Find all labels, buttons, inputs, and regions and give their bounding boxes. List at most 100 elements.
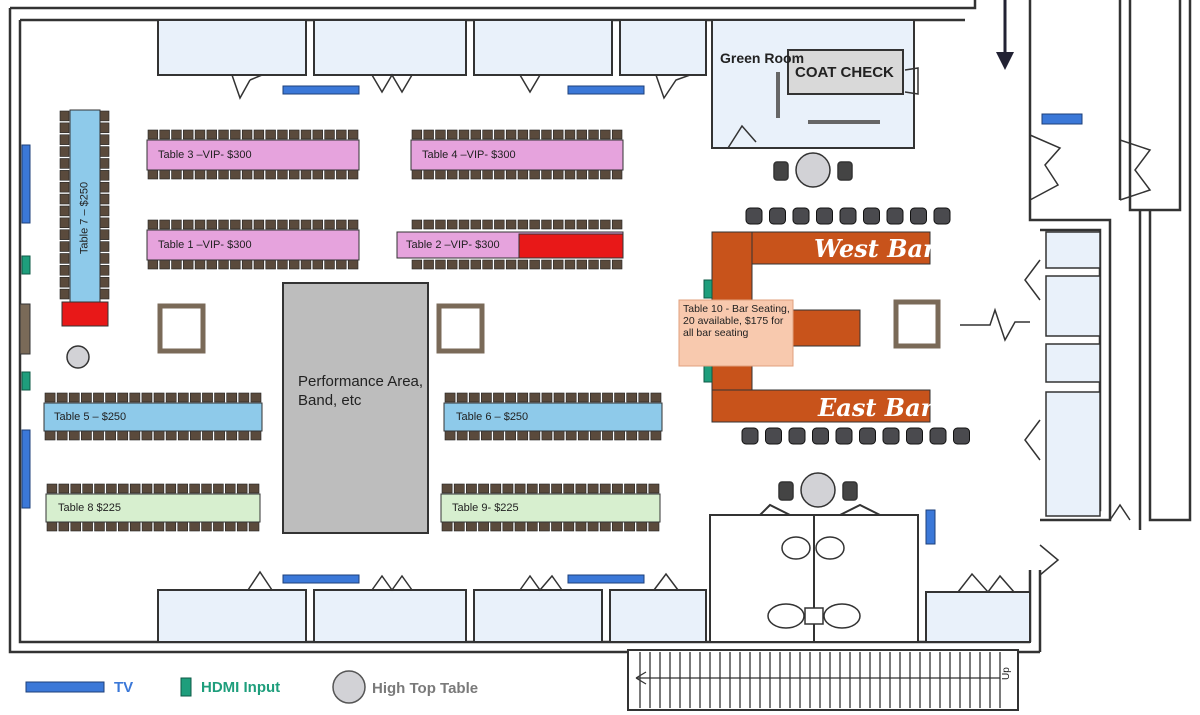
chair — [517, 169, 529, 180]
chair — [189, 483, 200, 494]
chair — [99, 288, 110, 300]
chair — [99, 229, 110, 240]
hdmi-inputs — [21, 255, 713, 391]
chair — [575, 483, 587, 494]
stairs-up-label: Up — [1001, 667, 1012, 680]
table-1 — [146, 229, 360, 261]
chair — [505, 169, 517, 180]
chair — [636, 483, 648, 494]
chair — [458, 129, 470, 140]
chair — [59, 205, 70, 217]
chair — [602, 392, 613, 403]
table-1-label: Table 1 –VIP- $300 — [158, 239, 252, 251]
chair — [614, 430, 625, 441]
chair — [447, 169, 458, 180]
chair — [324, 219, 335, 230]
chair — [44, 430, 56, 441]
chair — [551, 521, 562, 532]
chair — [587, 483, 599, 494]
chair — [250, 430, 262, 441]
chair — [94, 521, 105, 532]
wall-panel — [19, 303, 31, 355]
chair — [588, 259, 599, 270]
chair — [289, 259, 300, 270]
chair — [277, 169, 288, 180]
chair — [213, 521, 224, 532]
chair — [218, 169, 229, 180]
chair — [236, 483, 248, 494]
chair — [248, 521, 260, 532]
chair — [194, 219, 206, 230]
table-6-label: Table 6 – $250 — [456, 411, 529, 423]
chair — [529, 219, 540, 230]
chair — [435, 129, 446, 140]
coat-check-door — [904, 67, 919, 95]
table-5 — [43, 402, 263, 432]
legend-high-top-swatch — [332, 670, 366, 704]
chair — [529, 129, 540, 140]
chair — [447, 219, 458, 230]
chair — [441, 483, 453, 494]
chair — [289, 219, 300, 230]
legend-high-top-label: High Top Table — [372, 680, 479, 697]
chair — [171, 129, 182, 140]
chair — [118, 521, 129, 532]
table-10-label: Table 10 - Bar Seating, 20 available, $1… — [683, 303, 790, 339]
chair — [59, 276, 70, 288]
chair — [514, 483, 526, 494]
chair — [183, 219, 194, 230]
chair — [265, 129, 276, 140]
chair — [289, 129, 300, 140]
chair — [147, 169, 159, 180]
chair — [58, 483, 70, 494]
green-room-label: Green Room — [720, 50, 805, 66]
chair — [490, 521, 502, 532]
east-bar-label: East Bar — [818, 393, 934, 422]
chair — [600, 259, 611, 270]
chair — [453, 483, 465, 494]
chair — [478, 521, 489, 532]
chair — [466, 521, 477, 532]
chair — [599, 521, 611, 532]
chair — [481, 430, 492, 441]
chair — [194, 259, 206, 270]
chair — [626, 430, 638, 441]
chair — [444, 392, 456, 403]
chair — [624, 521, 635, 532]
chair — [59, 158, 70, 169]
chair — [564, 169, 576, 180]
chair — [493, 430, 504, 441]
chair — [482, 259, 493, 270]
chair — [611, 219, 623, 230]
chair — [435, 259, 446, 270]
chair — [494, 129, 505, 140]
chair — [553, 392, 565, 403]
bar-stool — [886, 207, 904, 225]
chair — [194, 169, 206, 180]
chair — [153, 392, 165, 403]
chair — [94, 483, 105, 494]
chair — [502, 521, 514, 532]
bar-stool — [812, 427, 829, 445]
chair — [576, 169, 587, 180]
bar-stool — [910, 207, 927, 225]
chair — [575, 521, 587, 532]
chair — [165, 430, 177, 441]
chair — [312, 169, 323, 180]
chair — [68, 430, 80, 441]
chair — [190, 430, 201, 441]
restroom-fixtures — [767, 536, 861, 629]
chair — [541, 219, 552, 230]
chair — [214, 430, 225, 441]
chair — [624, 483, 635, 494]
chair — [206, 219, 217, 230]
chair — [46, 521, 58, 532]
legend-tv-label: TV — [114, 679, 134, 696]
chair — [81, 430, 92, 441]
chair — [105, 392, 116, 403]
bar-stool — [933, 207, 951, 225]
chair — [347, 169, 359, 180]
chair — [541, 259, 552, 270]
chair — [470, 259, 481, 270]
chair — [99, 122, 110, 134]
